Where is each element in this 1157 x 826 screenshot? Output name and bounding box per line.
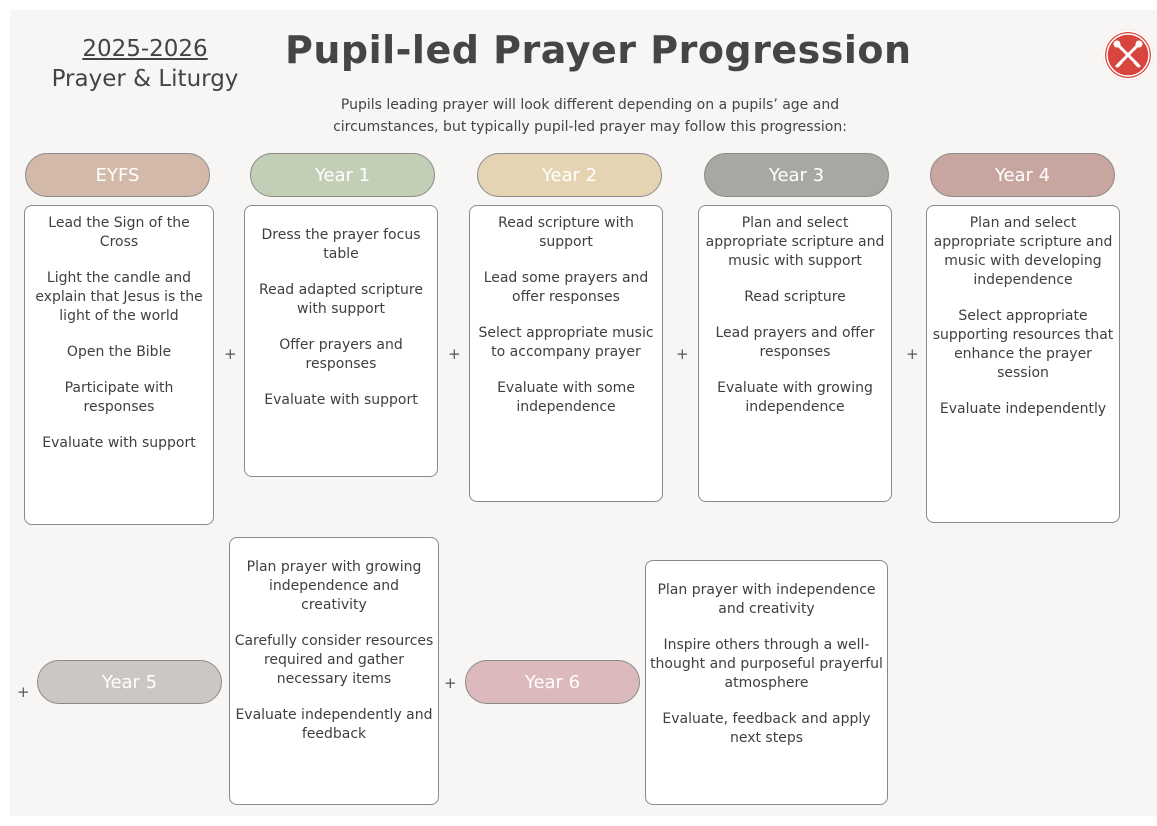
header-block: 2025-2026 Prayer & Liturgy: [45, 34, 245, 94]
crossed-keys-icon: [1103, 30, 1153, 80]
stage-box-year-1: Dress the prayer focus table Read adapte…: [244, 205, 438, 477]
list-item: Plan and select appropriate scripture an…: [705, 215, 885, 269]
stage-box-year-3: Plan and select appropriate scripture an…: [698, 205, 892, 502]
list-item: Read scripture with support: [498, 215, 634, 250]
list-item: Evaluate with some independence: [497, 380, 635, 415]
list-item: Plan prayer with growing independence an…: [246, 559, 422, 613]
stage-box-eyfs: Lead the Sign of the Cross Light the can…: [24, 205, 214, 525]
stage-pill-year-2: Year 2: [477, 153, 662, 197]
stage-pill-year-6: Year 6: [465, 660, 640, 704]
stage-box-year-6: Plan prayer with independence and creati…: [645, 560, 888, 805]
list-item: Lead some prayers and offer responses: [483, 270, 649, 305]
subtitle: Pupils leading prayer will look differen…: [270, 94, 910, 138]
list-item: Evaluate with support: [42, 435, 196, 451]
list-item: Read adapted scripture with support: [259, 282, 423, 317]
stage-box-year-2: Read scripture with support Lead some pr…: [469, 205, 663, 502]
list-item: Select appropriate supporting resources …: [932, 308, 1114, 381]
stage-box-year-4: Plan and select appropriate scripture an…: [926, 205, 1120, 523]
list-item: Dress the prayer focus table: [261, 227, 421, 262]
list-item: Evaluate independently and feedback: [235, 707, 433, 742]
list-item: Evaluate, feedback and apply next steps: [662, 711, 871, 746]
list-item: Lead prayers and offer responses: [715, 325, 875, 360]
list-item: Plan and select appropriate scripture an…: [933, 215, 1113, 288]
list-item: Light the candle and explain that Jesus …: [35, 270, 203, 324]
stage-pill-year-5: Year 5: [37, 660, 222, 704]
list-item: Lead the Sign of the Cross: [48, 215, 190, 250]
page-title: Pupil-led Prayer Progression: [285, 28, 912, 72]
plus-sign: +: [676, 345, 689, 363]
list-item: Select appropriate music to accompany pr…: [478, 325, 654, 360]
plus-sign: +: [444, 674, 457, 692]
stage-box-year-5: Plan prayer with growing independence an…: [229, 537, 439, 805]
stage-pill-year-4: Year 4: [930, 153, 1115, 197]
list-item: Evaluate with growing independence: [717, 380, 873, 415]
plus-sign: +: [17, 683, 30, 701]
list-item: Plan prayer with independence and creati…: [657, 582, 876, 617]
plus-sign: +: [448, 345, 461, 363]
stage-pill-year-1: Year 1: [250, 153, 435, 197]
list-item: Read scripture: [744, 289, 846, 305]
plus-sign: +: [906, 345, 919, 363]
plus-sign: +: [224, 345, 237, 363]
list-item: Participate with responses: [64, 380, 174, 415]
stage-pill-year-3: Year 3: [704, 153, 889, 197]
stage-pill-eyfs: EYFS: [25, 153, 210, 197]
list-item: Inspire others through a well-thought an…: [650, 637, 883, 691]
list-item: Evaluate independently: [939, 401, 1107, 417]
list-item: Carefully consider resources required an…: [234, 633, 434, 687]
list-item: Open the Bible: [66, 344, 172, 360]
list-item: Evaluate with support: [264, 392, 418, 408]
subject-label: Prayer & Liturgy: [51, 66, 239, 92]
list-item: Offer prayers and responses: [279, 337, 403, 372]
subtitle-line-2: circumstances, but typically pupil-led p…: [333, 119, 847, 135]
subtitle-line-1: Pupils leading prayer will look differen…: [340, 97, 840, 113]
academic-year: 2025-2026: [82, 36, 208, 62]
